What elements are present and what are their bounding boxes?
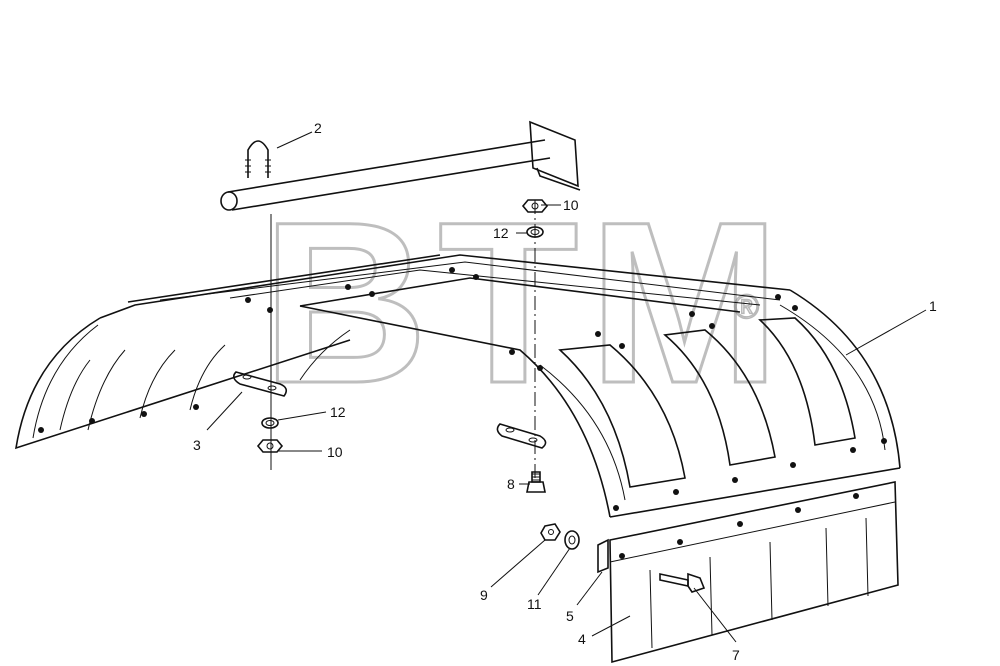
bolt-7 xyxy=(659,572,706,593)
callout-11: 11 xyxy=(527,596,542,612)
washer-left xyxy=(261,417,279,429)
mud-flap xyxy=(609,481,899,664)
flat-bracket-left xyxy=(232,371,288,397)
watermark-registered-mark: ® xyxy=(734,288,759,326)
mounting-holes xyxy=(38,267,887,511)
mudguard-body xyxy=(15,254,901,518)
callout-12-top: 12 xyxy=(493,225,509,241)
callout-12-left: 12 xyxy=(330,404,346,420)
flat-bracket-right xyxy=(496,423,547,449)
callout-5: 5 xyxy=(566,608,574,624)
support-rod xyxy=(220,120,581,211)
callout-8: 8 xyxy=(507,476,515,492)
washer-top xyxy=(526,226,544,238)
washer-11 xyxy=(564,530,580,550)
callout-2: 2 xyxy=(314,120,322,136)
nut-top xyxy=(521,199,549,213)
watermark: BTM ® xyxy=(261,173,790,433)
clamp-strip xyxy=(597,538,609,574)
callout-labels: 1 2 3 4 5 7 8 9 10 10 11 12 12 xyxy=(193,120,937,663)
watermark-logo: BTM xyxy=(262,174,790,431)
nut-9 xyxy=(540,523,561,541)
nut-left xyxy=(256,439,284,453)
callout-3: 3 xyxy=(193,437,201,453)
bolt-8 xyxy=(526,471,546,493)
callout-10-top: 10 xyxy=(563,197,579,213)
callout-7: 7 xyxy=(732,647,740,663)
callout-10-left: 10 xyxy=(327,444,343,460)
callout-9: 9 xyxy=(480,587,488,603)
callout-4: 4 xyxy=(578,631,586,647)
leader-lines xyxy=(206,131,927,643)
callout-1: 1 xyxy=(929,298,937,314)
